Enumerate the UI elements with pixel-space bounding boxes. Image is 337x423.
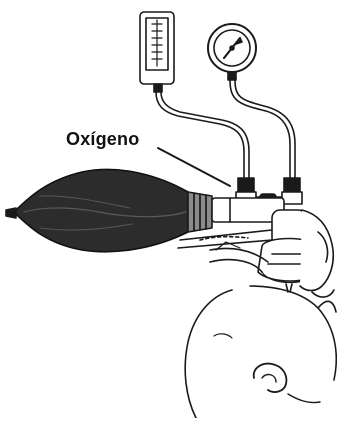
oxygen-tubing (156, 92, 249, 178)
oxygen-label: Oxígeno (66, 129, 139, 150)
bag-neck (188, 192, 212, 232)
resuscitation-bag (6, 169, 188, 251)
flowmeter (140, 12, 174, 92)
infant-head (185, 286, 336, 418)
oxygen-pointer-line (158, 148, 230, 186)
manometer-tubing (230, 80, 295, 178)
pressure-gauge (208, 24, 256, 80)
